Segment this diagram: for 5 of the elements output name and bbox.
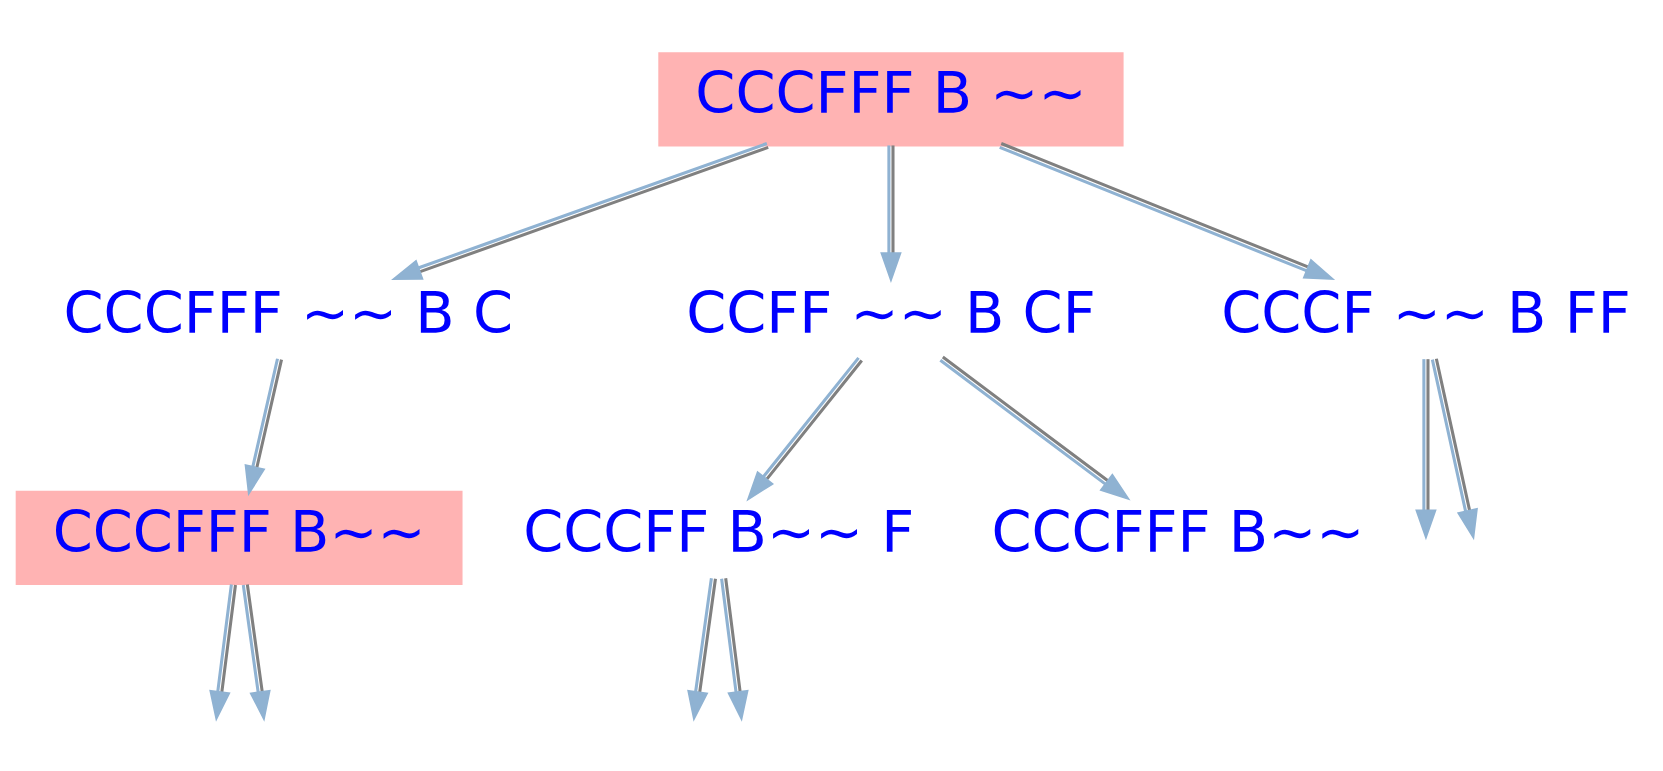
node-text: CCFF ∼∼ B CF	[686, 279, 1096, 347]
node-text: CCCF ∼∼ B FF	[1221, 279, 1631, 347]
node-text: CCCFF B∼∼ F	[523, 498, 915, 566]
node-text: CCCFFF B∼∼	[991, 498, 1365, 566]
node-text: CCCFFF ∼∼ B C	[63, 279, 514, 347]
